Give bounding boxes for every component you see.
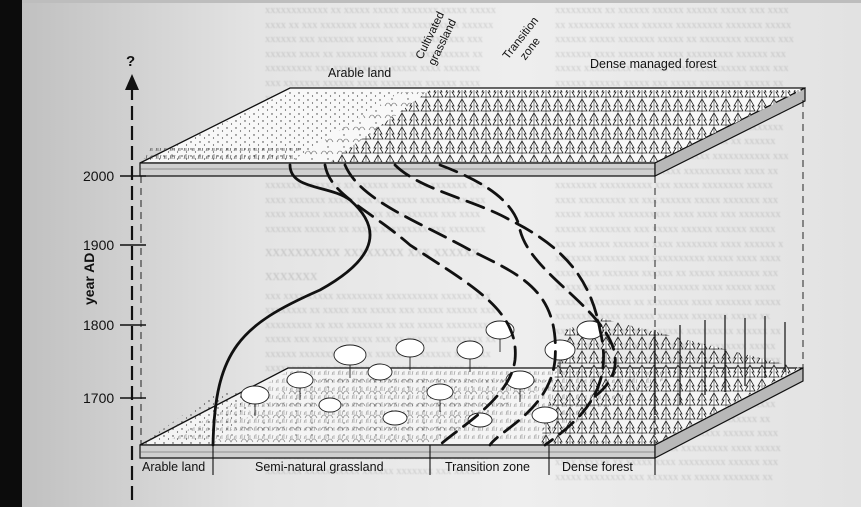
time-axis-top-marker: ?: [126, 53, 135, 70]
label-top-arable-land: Arable land: [328, 66, 391, 80]
bottom-labels: Arable land Semi-natural grassland Trans…: [142, 460, 633, 474]
bottom-landscape-slab: [140, 315, 803, 475]
tick-label-2000: 2000: [83, 168, 114, 184]
time-axis: ? year AD 2000 1900 1800 1700: [81, 53, 146, 500]
label-bottom-transition-zone: Transition zone: [445, 460, 530, 474]
tick-label-1800: 1800: [83, 317, 114, 333]
time-axis-title: year AD: [81, 253, 97, 305]
label-top-transition-zone: Transition zone: [501, 12, 554, 70]
label-bottom-arable-land: Arable land: [142, 460, 205, 474]
top-landscape-slab: [140, 88, 805, 176]
tick-label-1900: 1900: [83, 237, 114, 253]
label-top-cultivated-grassland: Cultivated grassland: [414, 7, 461, 67]
label-bottom-dense-forest: Dense forest: [562, 460, 633, 474]
time-axis-arrowhead: [125, 74, 139, 90]
top-labels: Arable land Cultivated grassland Transit…: [328, 7, 717, 80]
tick-label-1700: 1700: [83, 390, 114, 406]
label-bottom-semi-natural-grassland: Semi-natural grassland: [255, 460, 384, 474]
label-top-dense-managed-forest: Dense managed forest: [590, 57, 717, 71]
